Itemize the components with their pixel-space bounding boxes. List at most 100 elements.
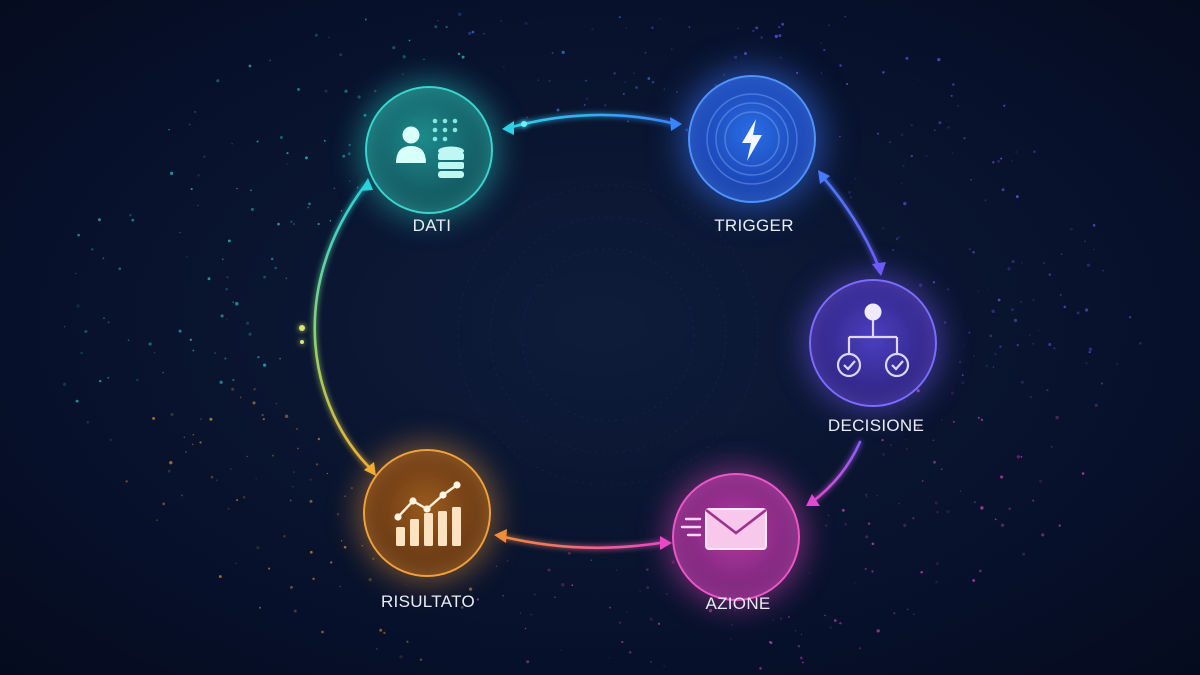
particle-dot	[460, 606, 464, 609]
particle-dot	[153, 351, 156, 354]
particle-dot	[1000, 523, 1005, 527]
particle-dot	[297, 447, 299, 450]
particle-dot	[257, 356, 260, 359]
particle-dot	[461, 55, 465, 59]
particle-dot	[833, 619, 837, 623]
particle-dot	[339, 585, 341, 588]
particle-dot	[328, 36, 330, 39]
particle-dot	[227, 239, 231, 243]
particle-dot	[590, 559, 592, 561]
particle-dot	[286, 163, 288, 165]
particle-dot	[458, 12, 462, 16]
particle-dot	[296, 428, 298, 430]
particle-dot	[647, 77, 651, 80]
particle-dot	[1084, 308, 1089, 312]
particle-dot	[1088, 351, 1091, 354]
particle-dot	[961, 374, 964, 376]
particle-dot	[231, 387, 235, 391]
particle-dot	[275, 403, 277, 405]
particle-dot	[75, 272, 77, 275]
particle-dot	[189, 338, 192, 341]
particle-dot	[1038, 329, 1040, 332]
particle-dot	[882, 227, 885, 230]
particle-dot	[823, 48, 826, 52]
particle-dot	[933, 460, 936, 464]
particle-dot	[199, 441, 202, 444]
particle-dot	[526, 116, 528, 118]
particle-dot	[1032, 299, 1035, 301]
particle-dot	[936, 511, 939, 514]
particle-dot	[248, 64, 252, 68]
particle-dot	[867, 522, 871, 525]
particle-dot	[1048, 343, 1052, 346]
particle-dot	[918, 79, 920, 81]
arrowhead-dati-up	[360, 178, 373, 191]
particle-dot	[671, 48, 673, 50]
particle-dot	[248, 332, 252, 336]
particle-dot	[261, 413, 264, 417]
particle-dot	[633, 72, 635, 75]
particle-dot	[218, 575, 222, 578]
particle-dot	[347, 152, 351, 156]
particle-dot	[913, 613, 915, 616]
particle-dot	[216, 479, 218, 482]
particle-dot	[737, 27, 739, 30]
particle-dot	[591, 28, 594, 31]
particle-dot	[197, 174, 200, 177]
particle-dot	[1013, 318, 1018, 323]
particle-dot	[253, 388, 256, 391]
particle-dot	[292, 471, 296, 474]
particle-dot	[471, 30, 475, 34]
particle-dot	[676, 91, 678, 93]
particle-dot	[392, 45, 396, 50]
particle-dot	[778, 25, 781, 29]
particle-dot	[399, 655, 403, 659]
particle-dot	[992, 366, 995, 368]
particle-dot	[663, 88, 666, 90]
particle-dot	[1115, 362, 1119, 366]
particle-dot	[916, 389, 920, 393]
particle-dot	[1060, 253, 1063, 256]
particle-dot	[286, 151, 289, 155]
particle-dot	[685, 128, 689, 132]
particle-dot	[1020, 455, 1023, 458]
particle-dot	[876, 495, 878, 497]
particle-dot	[373, 89, 377, 93]
particle-dot	[304, 156, 308, 160]
particle-dot	[780, 617, 782, 620]
particle-dot	[185, 255, 188, 258]
particle-dot	[585, 79, 587, 82]
particle-dot	[77, 233, 80, 237]
particle-dot	[920, 571, 923, 574]
particle-dot	[797, 645, 801, 648]
particle-dot	[263, 363, 267, 367]
particle-dot	[1039, 479, 1042, 483]
particle-dot	[671, 560, 675, 564]
particle-dot	[618, 621, 622, 625]
particle-dot	[625, 27, 627, 29]
particle-dot	[1010, 308, 1014, 312]
particle-dot	[794, 630, 797, 632]
particle-dot	[1022, 552, 1026, 556]
particle-dot	[1088, 347, 1093, 351]
particle-dot	[97, 218, 101, 222]
particle-dot	[799, 656, 803, 660]
particle-dot	[734, 55, 738, 59]
particle-dot	[622, 92, 625, 95]
particle-dot	[524, 627, 527, 630]
node-trigger	[688, 75, 816, 203]
particle-dot	[994, 352, 997, 356]
particle-dot	[916, 426, 920, 430]
particle-dot	[844, 522, 847, 526]
particle-dot	[980, 418, 984, 421]
particle-dot	[84, 329, 88, 334]
particle-dot	[263, 275, 266, 279]
particle-dot	[250, 189, 252, 192]
particle-dot	[307, 206, 310, 209]
particle-dot	[1053, 346, 1056, 350]
particle-dot	[437, 20, 439, 22]
particle-dot	[989, 334, 993, 338]
particle-dot	[1051, 446, 1053, 448]
particle-dot	[890, 444, 892, 446]
particle-dot	[419, 658, 423, 661]
